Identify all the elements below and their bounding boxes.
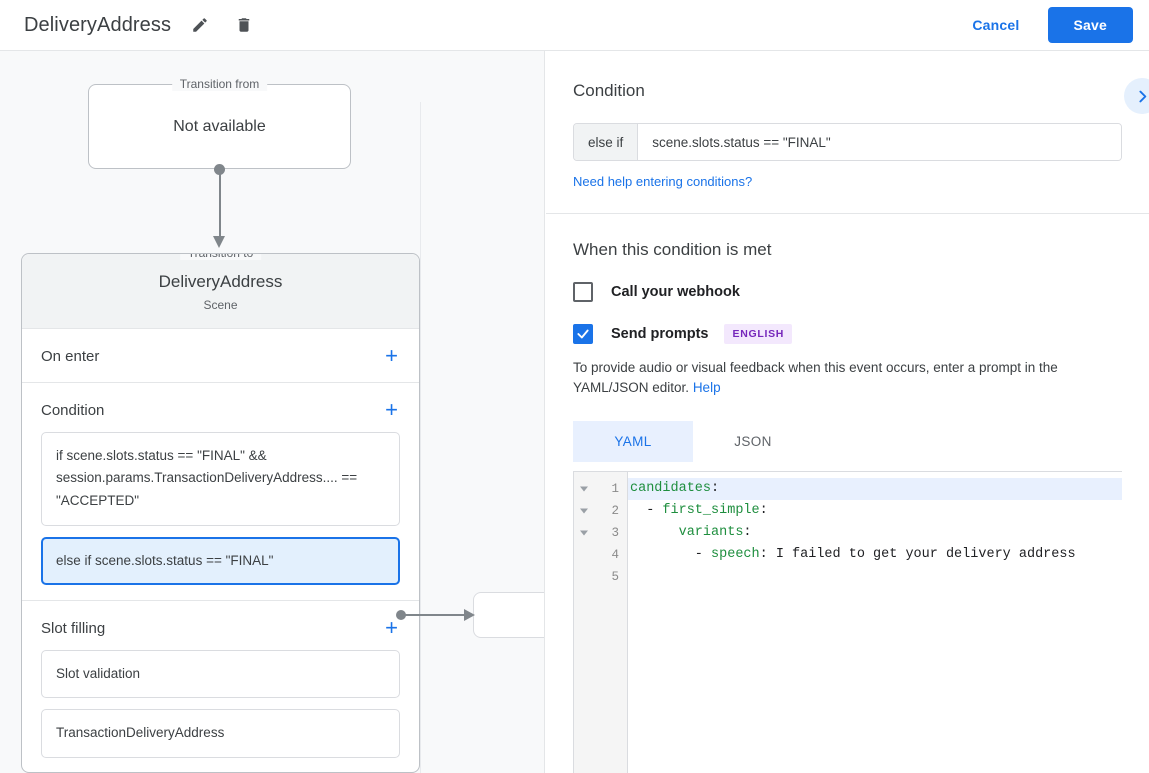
connector-line bbox=[219, 169, 221, 241]
chevron-right-icon[interactable] bbox=[1124, 78, 1149, 114]
editor-line-number: 5 bbox=[611, 569, 619, 584]
transition-from-card[interactable]: Transition from Not available bbox=[88, 77, 351, 169]
prompt-hint-text: To provide audio or visual feedback when… bbox=[573, 360, 1058, 396]
condition-item[interactable]: if scene.slots.status == "FINAL" && sess… bbox=[41, 432, 400, 526]
chevron-right-icon-glyph bbox=[1138, 90, 1146, 102]
panel-condition-block: Condition else if Need help entering con… bbox=[546, 51, 1149, 214]
editor-line-number: 1 bbox=[574, 478, 627, 500]
section-header: Condition + bbox=[41, 399, 400, 421]
section-slot-filling: Slot filling + Slot validation Transacti… bbox=[22, 601, 419, 772]
cancel-button[interactable]: Cancel bbox=[958, 8, 1033, 42]
transition-from-legend: Transition from bbox=[171, 77, 268, 91]
scene-name: DeliveryAddress bbox=[158, 272, 283, 291]
editor-code-line: - first_simple: bbox=[630, 502, 768, 518]
condition-expression-input[interactable] bbox=[638, 124, 1121, 160]
editor-code-area[interactable]: candidates: - first_simple: variants: - … bbox=[628, 472, 1122, 773]
save-button[interactable]: Save bbox=[1047, 7, 1133, 43]
send-prompts-label: Send prompts bbox=[611, 326, 709, 342]
canvas-grid-line bbox=[420, 102, 421, 773]
when-met-heading: When this condition is met bbox=[573, 240, 772, 259]
top-bar: DeliveryAddress Cancel Save bbox=[0, 0, 1149, 51]
add-condition-button[interactable]: + bbox=[385, 397, 398, 422]
editor-code-line bbox=[628, 566, 1122, 588]
scene-type: Scene bbox=[203, 298, 238, 312]
webhook-label: Call your webhook bbox=[611, 284, 740, 300]
detail-panel: Condition else if Need help entering con… bbox=[546, 51, 1149, 773]
transition-to-card[interactable]: Transition to DeliveryAddress Scene On e… bbox=[21, 253, 420, 773]
tab-yaml[interactable]: YAML bbox=[573, 420, 693, 462]
slot-validation-item[interactable]: Slot validation bbox=[41, 650, 400, 699]
editor-line-number: 4 bbox=[611, 547, 619, 562]
webhook-checkbox-row[interactable]: Call your webhook bbox=[573, 282, 1122, 302]
add-on-enter-button[interactable]: + bbox=[385, 343, 398, 368]
editor-code-line: candidates: bbox=[628, 477, 1122, 500]
target-node-card[interactable] bbox=[473, 592, 544, 638]
condition-edge-line bbox=[404, 614, 466, 616]
panel-when-met-block: When this condition is met Call your web… bbox=[546, 214, 1149, 773]
fold-arrow-icon[interactable] bbox=[580, 508, 588, 513]
section-title-slot-filling: Slot filling bbox=[41, 619, 106, 637]
webhook-checkbox[interactable] bbox=[573, 282, 593, 302]
send-prompts-checkbox-row[interactable]: Send prompts ENGLISH bbox=[573, 324, 1122, 344]
condition-input-row[interactable]: else if bbox=[573, 123, 1122, 161]
connector-arrow-icon bbox=[213, 236, 225, 248]
section-condition: Condition + if scene.slots.status == "FI… bbox=[22, 383, 419, 602]
section-title-condition: Condition bbox=[41, 401, 105, 419]
section-on-enter: On enter + bbox=[22, 329, 419, 383]
add-slot-filling-button[interactable]: + bbox=[385, 615, 398, 641]
section-header: Slot filling + bbox=[41, 617, 400, 639]
flow-canvas[interactable]: Transition from Not available Transition… bbox=[0, 51, 545, 773]
fold-arrow-icon[interactable] bbox=[580, 486, 588, 491]
section-title-on-enter: On enter bbox=[41, 347, 100, 365]
panel-condition-heading: Condition bbox=[573, 81, 645, 100]
scene-header: DeliveryAddress Scene bbox=[22, 254, 419, 329]
condition-item-selected[interactable]: else if scene.slots.status == "FINAL" bbox=[41, 536, 400, 586]
transition-to-legend: Transition to bbox=[179, 254, 262, 260]
editor-code-line: - speech: I failed to get your delivery … bbox=[630, 546, 1076, 562]
editor-line-number: 3 bbox=[574, 522, 627, 544]
editor-code-line: variants: bbox=[678, 524, 752, 540]
pencil-icon[interactable] bbox=[185, 10, 215, 40]
condition-help-link[interactable]: Need help entering conditions? bbox=[573, 174, 753, 189]
prompt-hint: To provide audio or visual feedback when… bbox=[573, 358, 1122, 399]
page-title: DeliveryAddress bbox=[24, 13, 172, 36]
send-prompts-checkbox[interactable] bbox=[573, 324, 593, 344]
condition-edge-arrow-icon bbox=[464, 609, 475, 621]
pencil-icon-glyph bbox=[193, 18, 207, 32]
checkmark-icon bbox=[577, 329, 589, 339]
transition-from-value: Not available bbox=[173, 117, 266, 135]
editor-line-number: 2 bbox=[574, 500, 627, 522]
tab-json[interactable]: JSON bbox=[693, 421, 813, 462]
condition-output-port[interactable] bbox=[396, 610, 406, 620]
prompt-help-link[interactable]: Help bbox=[692, 380, 721, 396]
section-header: On enter + bbox=[41, 345, 400, 367]
language-badge: ENGLISH bbox=[724, 324, 793, 344]
condition-operator-chip: else if bbox=[574, 124, 639, 160]
trash-icon[interactable] bbox=[229, 10, 259, 40]
trash-icon-glyph bbox=[238, 18, 250, 32]
editor-format-tabs: YAML JSON bbox=[573, 420, 1122, 462]
fold-arrow-icon[interactable] bbox=[580, 530, 588, 535]
slot-item[interactable]: TransactionDeliveryAddress bbox=[41, 709, 400, 758]
